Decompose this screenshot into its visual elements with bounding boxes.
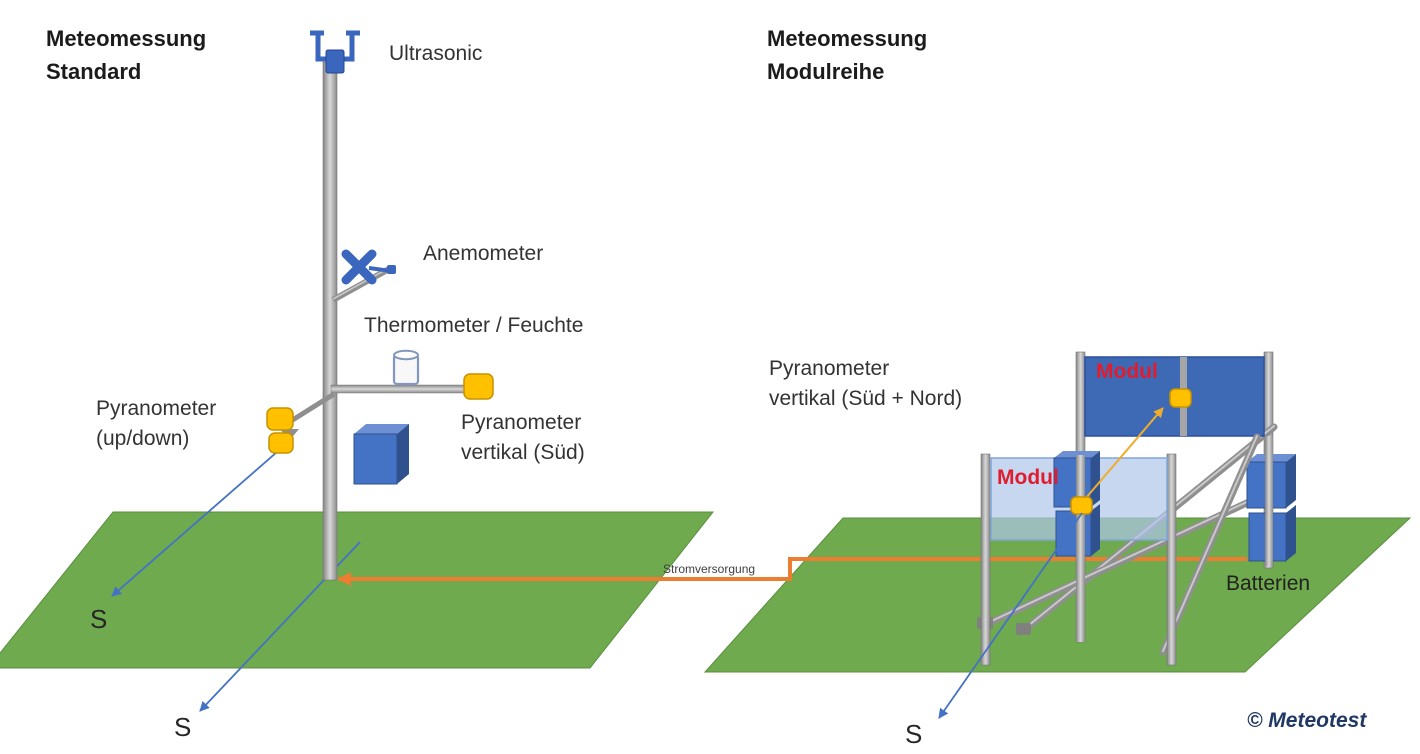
pyranometer-updown-label: Pyranometer (up/down) xyxy=(96,394,216,454)
battery-center-box-2 xyxy=(1055,510,1092,557)
pyranometer-sued-sensor-right xyxy=(1070,496,1093,515)
pyranometer-nord-sensor xyxy=(1169,388,1192,408)
power-supply-line xyxy=(337,557,1247,586)
pyranometer-updown-label-line2: (up/down) xyxy=(96,427,190,450)
support-strut-right xyxy=(1159,433,1261,656)
datalogger-front xyxy=(353,433,398,485)
pyranometer-updown-label-line1: Pyranometer xyxy=(96,397,217,420)
south-label-mast: S xyxy=(174,712,192,742)
pyranometer-vertical-sued-sensor xyxy=(463,373,494,400)
strut-foot-joint-2 xyxy=(1016,623,1031,635)
thermometer-icon xyxy=(392,349,420,386)
thermometer-arm xyxy=(330,384,473,394)
module-back-right-post-front xyxy=(1265,436,1273,566)
power-supply-label: Stromversorgung xyxy=(663,562,756,576)
thermometer-label: Thermometer / Feuchte xyxy=(364,314,584,337)
copyright: © Meteotest xyxy=(1247,709,1367,732)
pyranometer-sued-label: Pyranometer vertikal (Süd) xyxy=(461,408,585,468)
module-front-left-post xyxy=(980,453,991,666)
south-label-pyranometer: S xyxy=(90,604,108,634)
batterien-label: Batterien xyxy=(1226,572,1311,595)
strut-mid-highlight xyxy=(982,492,1267,626)
anemometer-arm-highlight xyxy=(332,267,390,300)
south-arrow-modules xyxy=(938,512,1083,719)
right-title: Meteomessung Modulreihe xyxy=(767,22,927,88)
pyranometer-up-sensor xyxy=(266,407,294,431)
battery-right-side-face-2 xyxy=(1286,505,1296,561)
right-title-line1: Meteomessung xyxy=(767,26,928,51)
south-label-modules: S xyxy=(905,719,923,749)
module-front-right-post xyxy=(1166,453,1177,666)
pyranometer-sued-label-line1: Pyranometer xyxy=(461,411,582,434)
anemometer-arm xyxy=(331,266,391,303)
left-title-line2: Standard xyxy=(46,59,142,84)
anemometer-label: Anemometer xyxy=(423,242,544,265)
ultrasonic-label: Ultrasonic xyxy=(389,42,483,65)
pyranometer-sued-label-line2: vertikal (Süd) xyxy=(461,441,585,464)
sensor-connection-arrow xyxy=(1078,407,1164,507)
modul-front-label: Modul xyxy=(997,466,1059,489)
pyranometer-sued-nord-label: Pyranometer vertikal (Süd + Nord) xyxy=(769,354,962,414)
battery-center-top-face xyxy=(1054,451,1100,458)
ground-plane-left xyxy=(0,511,715,669)
strut-right-highlight xyxy=(1162,435,1258,652)
left-title: Meteomessung Standard xyxy=(46,22,206,88)
datalogger-top xyxy=(354,424,409,434)
datalogger-box xyxy=(353,424,409,485)
anemometer-icon xyxy=(341,249,396,285)
datalogger-side xyxy=(397,424,409,484)
pyranometer-down-sensor xyxy=(268,432,294,454)
battery-right-side-face-1 xyxy=(1286,454,1296,508)
modul-back-label: Modul xyxy=(1096,360,1158,383)
ultrasonic-mount xyxy=(325,49,345,74)
pyranometer-sued-nord-label-line2: vertikal (Süd + Nord) xyxy=(769,387,963,410)
battery-center-side-face-2 xyxy=(1091,504,1100,556)
ultrasonic-icon xyxy=(310,30,360,74)
left-title-line1: Meteomessung xyxy=(46,26,207,51)
pyranometer-sued-nord-label-line1: Pyranometer xyxy=(769,357,890,380)
south-arrow-pyranometer xyxy=(111,444,286,597)
battery-center-side-face-1 xyxy=(1091,451,1100,507)
thermometer-top xyxy=(393,349,419,361)
right-title-line2: Modulreihe xyxy=(767,59,885,84)
anemometer-blade-2 xyxy=(341,249,377,285)
anemometer-tail-knob xyxy=(387,265,396,274)
module-back-left-post-front xyxy=(1076,455,1085,642)
mast-pole xyxy=(322,61,338,581)
